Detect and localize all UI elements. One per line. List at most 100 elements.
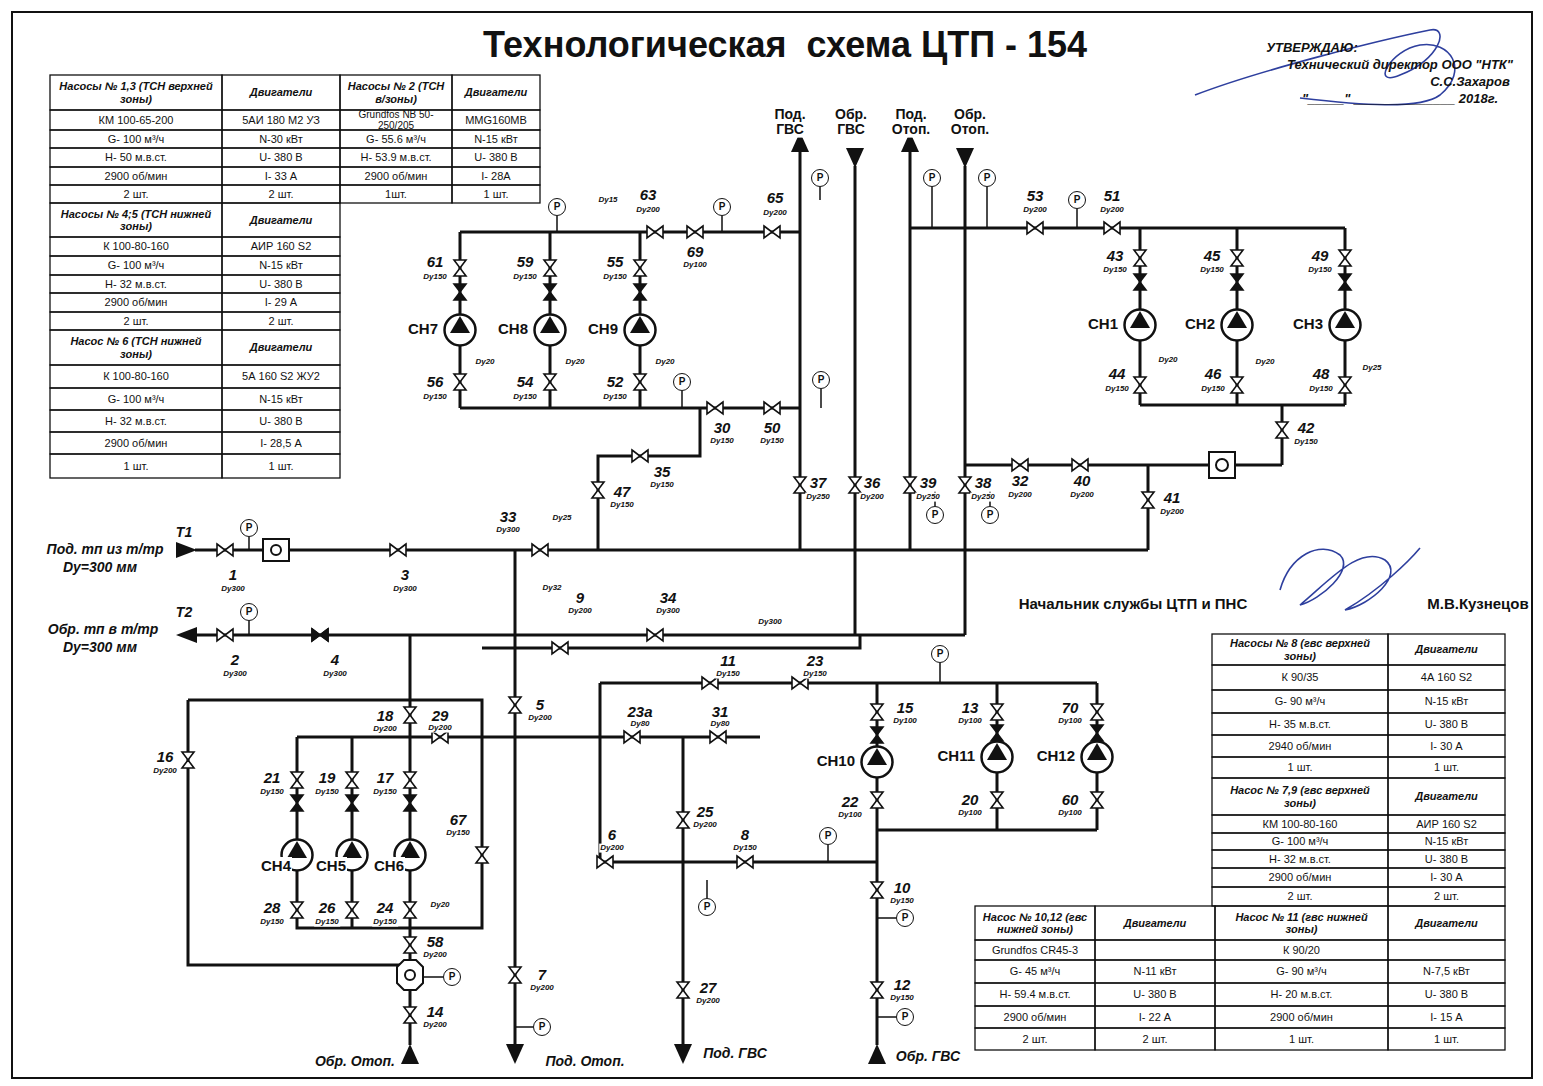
nominal-diameter: Dy100 (892, 717, 918, 726)
table-cell-border (1212, 665, 1388, 690)
table-cell-border (1388, 690, 1505, 713)
gate-valve (800, 677, 808, 689)
filters (263, 452, 1235, 990)
table-header-cell: Насосы № 2 (ТСН в/зоны) (340, 75, 452, 110)
gauge-label: Р (679, 377, 686, 387)
check-valve (346, 803, 358, 811)
nominal-diameter: Dy250 (915, 493, 941, 502)
table-cell-border (1388, 757, 1505, 778)
stamp-text: "_____" ______________ 2018г. (1302, 92, 1498, 106)
pump-triangle (342, 841, 362, 858)
valve-number: 45 (1203, 248, 1222, 265)
table-cell: 1 шт. (1388, 1028, 1505, 1050)
table-cell: N-15 кВт (222, 388, 340, 410)
table-cell-border (50, 454, 222, 478)
valve-number: 47 (613, 484, 632, 501)
gate-valve (1112, 222, 1120, 234)
table-header-cell: Насосы № 1,3 (ТСН верхней зоны) (50, 75, 222, 110)
table-cell-border (1095, 1028, 1215, 1050)
table-cell-border (222, 256, 340, 275)
table-cell-border (340, 110, 452, 130)
table-cell-border (50, 75, 222, 110)
table-cell-border (1388, 815, 1505, 833)
gate-valve (655, 226, 663, 238)
gate-valve (560, 642, 568, 654)
gate-valve (677, 990, 689, 998)
table-cell: Н- 50 м.в.ст. (50, 148, 222, 167)
pump-symbol (980, 740, 1014, 774)
pump-node: СН3 (1328, 308, 1362, 342)
table-cell-border (50, 312, 222, 330)
table-cell: I- 28А (452, 167, 540, 185)
nominal-diameter: Dy100 (957, 717, 983, 726)
gate-valve (404, 780, 416, 788)
gate-valve (1134, 385, 1146, 393)
table-cell: 1 шт. (222, 454, 340, 478)
table-cell: К 100-80-160 (50, 365, 222, 388)
nominal-diameter: Dy80 (629, 720, 650, 729)
table-cell: Н- 32 м.в.ст. (50, 275, 222, 293)
valve-number: 55 (606, 254, 625, 271)
table-cell-border (1388, 906, 1505, 940)
nominal-diameter: Dy150 (314, 918, 340, 927)
table-cell-border (1095, 1006, 1215, 1028)
check-valve (454, 292, 466, 300)
table-cell: К 100-80-160 (50, 237, 222, 256)
pressure-gauge: Р (1068, 191, 1086, 209)
gate-valve (454, 382, 466, 390)
valve-number: 36 (863, 475, 882, 492)
table-cell-border (452, 75, 540, 110)
table-cell-border (1212, 815, 1388, 833)
gate-valve (1339, 258, 1351, 266)
pump-label: СН1 (1087, 315, 1119, 332)
nominal-diameter: Dy200 (372, 725, 398, 734)
table-cell: 2900 об/мин (50, 293, 222, 312)
gate-valve (544, 268, 556, 276)
check-valve (320, 629, 328, 641)
gate-valve (871, 800, 883, 808)
valve-number: 7 (537, 967, 547, 984)
table-cell-border (975, 960, 1095, 983)
gate-valve (1091, 712, 1103, 720)
table-cell: I- 15 А (1388, 1006, 1505, 1028)
table-cell: Н- 20 м.в.ст. (1215, 983, 1388, 1006)
valve-number: 29 (431, 708, 450, 725)
gate-valve (291, 910, 303, 918)
table-cell: MMG160MB (452, 110, 540, 130)
pump-node: СН7 (443, 313, 477, 347)
valve-number: 58 (426, 934, 445, 951)
pump-symbol (1328, 308, 1362, 342)
pump-triangle (1227, 311, 1247, 328)
gauge-label: Р (704, 902, 711, 912)
gate-valve (1080, 459, 1088, 471)
pump-circle (1330, 310, 1361, 341)
gate-valve (225, 544, 233, 556)
nominal-diameter: Dy150 (1199, 266, 1225, 275)
nominal-diameter: Dy200 (427, 724, 453, 733)
table-cell-border (50, 275, 222, 293)
nominal-diameter: Dy150 (1307, 266, 1333, 275)
pipe-label: Под. ГВС (702, 1046, 768, 1061)
table-cell-border (975, 983, 1095, 1006)
table-cell: 1 шт. (1215, 1028, 1388, 1050)
table-cell-border (50, 410, 222, 432)
table-cell-border (50, 237, 222, 256)
nominal-diameter: Dy200 (695, 997, 721, 1006)
table-cell-border (1388, 850, 1505, 868)
pump-symbol (1220, 308, 1254, 342)
table-cell-border (222, 432, 340, 454)
nominal-diameter: Dy200 (152, 767, 178, 776)
pump-circle (1125, 310, 1156, 341)
valve-number: 42 (1297, 420, 1316, 437)
table-cell-border (1212, 735, 1388, 757)
valve-number: 50 (763, 420, 782, 437)
valve-number: 12 (893, 977, 912, 994)
valve-number: 54 (516, 374, 535, 391)
pipe-label: Т2 (175, 605, 193, 620)
table-cell: U- 380 В (222, 148, 340, 167)
pipe-label: Под. Отоп. (544, 1054, 625, 1069)
table-cell-border (340, 185, 452, 203)
nominal-diameter: Dy300 (222, 670, 248, 679)
table-cell: I- 33 А (222, 167, 340, 185)
table-cell-border (222, 330, 340, 365)
